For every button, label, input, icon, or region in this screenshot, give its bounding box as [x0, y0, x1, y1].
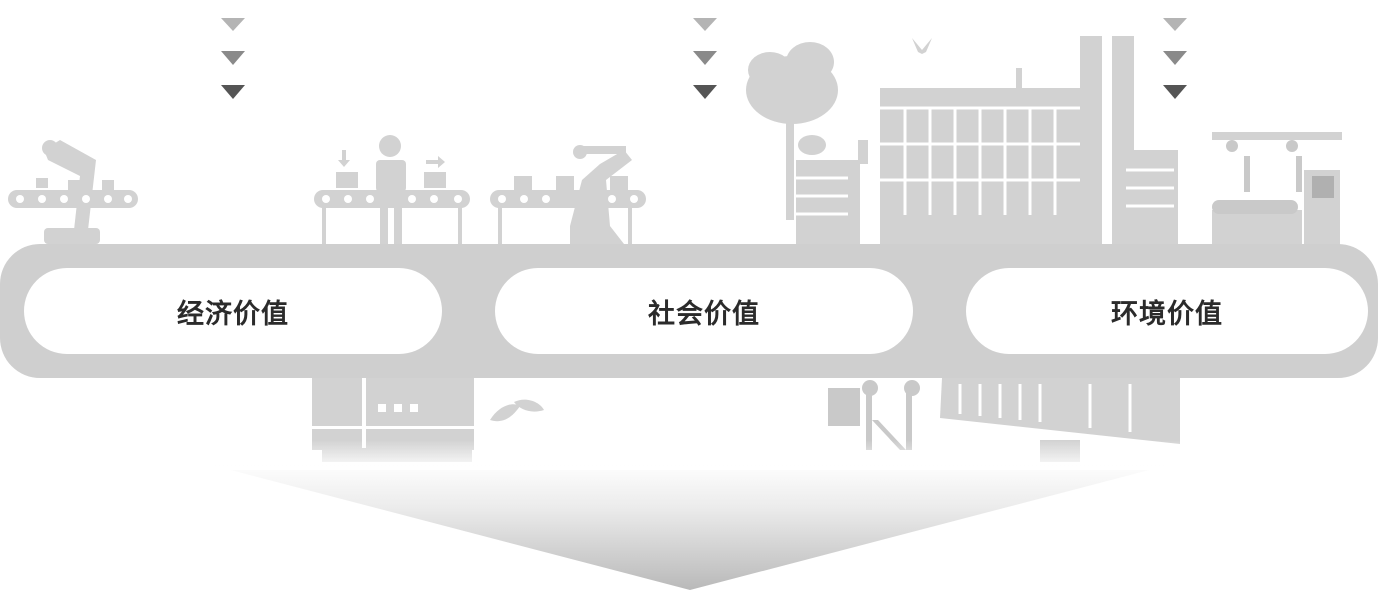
below-band-factory-left-windows: [312, 378, 474, 448]
industrial-robot-conveyor: [490, 145, 646, 244]
building-windows: [796, 106, 1174, 216]
value-label-economic: 经济价值: [177, 298, 289, 330]
down-arrows-left: [221, 18, 245, 99]
funnel-arrow: [200, 462, 1180, 590]
value-label-social: 社会价值: [648, 298, 760, 330]
value-label-environmental: 环境价值: [1111, 298, 1223, 330]
value-pill-economic: 经济价值: [24, 268, 442, 354]
conveyor-rollers-left: [16, 195, 132, 203]
worker-conveyor: [314, 135, 470, 244]
below-band-building-right-windows: [958, 384, 1132, 432]
conveyor-rollers-worker: [322, 195, 462, 203]
robot-arm-conveyor-left: [8, 140, 138, 244]
conveyor-rollers-robot: [498, 195, 638, 203]
value-pill-social: 社会价值: [495, 268, 913, 354]
twin-robot-station: [1212, 140, 1334, 214]
down-arrows-right: [1163, 18, 1187, 99]
below-band-machine-right: [828, 380, 920, 450]
value-pill-environmental: 环境价值: [966, 268, 1368, 354]
down-arrows-middle: [693, 18, 717, 99]
